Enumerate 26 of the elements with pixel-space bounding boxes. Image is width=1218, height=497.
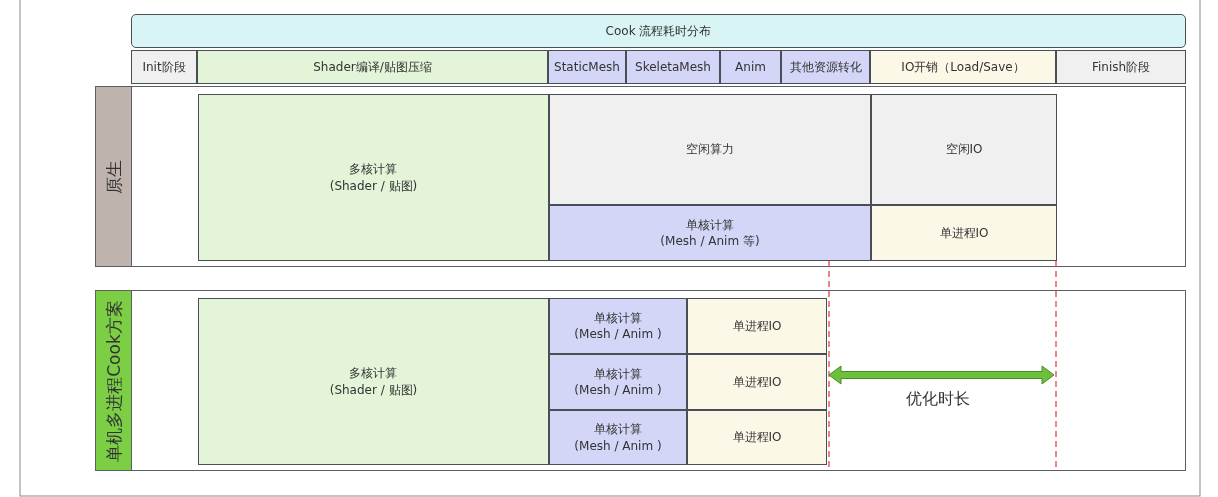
phase-cell: Finish阶段 [1056,50,1186,84]
process-block: 单进程IO [871,205,1057,261]
process-block: 单进程IO [687,298,827,354]
process-block: 单核计算 (Mesh / Anim 等) [549,205,871,261]
process-block: 空闲IO [871,94,1057,205]
phase-cell: IO开销（Load/Save） [870,50,1056,84]
process-block: 单进程IO [687,410,827,465]
process-block: 空闲算力 [549,94,871,205]
phase-cell: 其他资源转化 [781,50,870,84]
header-bar: Cook 流程耗时分布 [131,14,1186,48]
phase-cell: SkeletaMesh [626,50,720,84]
dimension-label: 优化时长 [906,389,970,410]
phase-cell: Init阶段 [131,50,197,84]
phase-cell: Shader编译/贴图压缩 [197,50,548,84]
process-block: 多核计算 (Shader / 贴图) [198,298,549,465]
lane-label: 原生 [96,87,132,266]
lane-label: 单机多进程Cook方案 [96,291,132,470]
process-block: 单进程IO [687,354,827,410]
process-block: 单核计算 (Mesh / Anim ) [549,410,687,465]
process-block: 单核计算 (Mesh / Anim ) [549,298,687,354]
process-block: 单核计算 (Mesh / Anim ) [549,354,687,410]
phase-cell: StaticMesh [548,50,626,84]
phase-cell: Anim [720,50,781,84]
process-block: 多核计算 (Shader / 贴图) [198,94,549,261]
swimlane [95,290,1186,471]
swimlane [95,86,1186,267]
